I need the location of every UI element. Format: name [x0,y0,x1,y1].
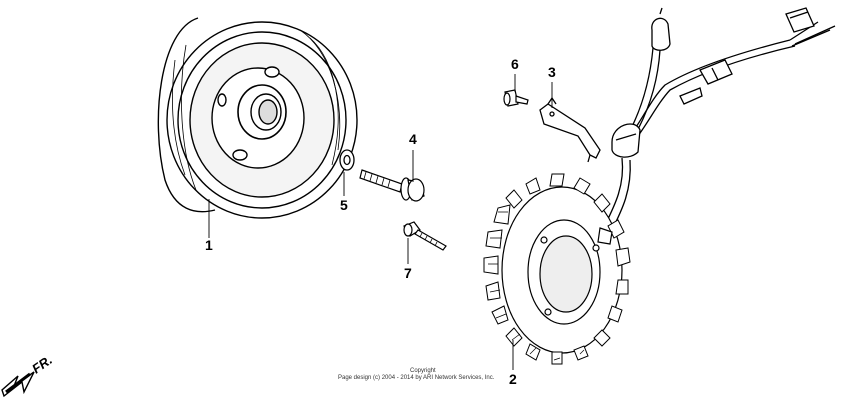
stator [483,173,631,365]
page-design-credit: Page design (c) 2004 - 2014 by ARI Netwo… [338,375,495,381]
callout-1: 1 [205,237,213,253]
front-direction-arrow: FR. [1,352,55,398]
callout-6: 6 [511,56,519,72]
callout-3: 3 [548,64,556,80]
cable-bracket [539,96,601,163]
wire-harness [604,21,836,231]
callout-7: 7 [404,265,412,281]
callout-labels: 1 2 3 4 5 6 7 [205,56,556,387]
callout-2: 2 [509,371,517,387]
screw [503,89,529,107]
flange-bolt [359,169,425,202]
callout-4: 4 [409,131,417,147]
washer [339,149,355,171]
leader-lines [208,74,553,370]
connector-plugs [611,7,815,158]
flywheel [157,17,358,219]
callout-5: 5 [340,197,348,213]
copyright-line: Copyright [410,368,436,374]
small-bolt [403,221,447,251]
